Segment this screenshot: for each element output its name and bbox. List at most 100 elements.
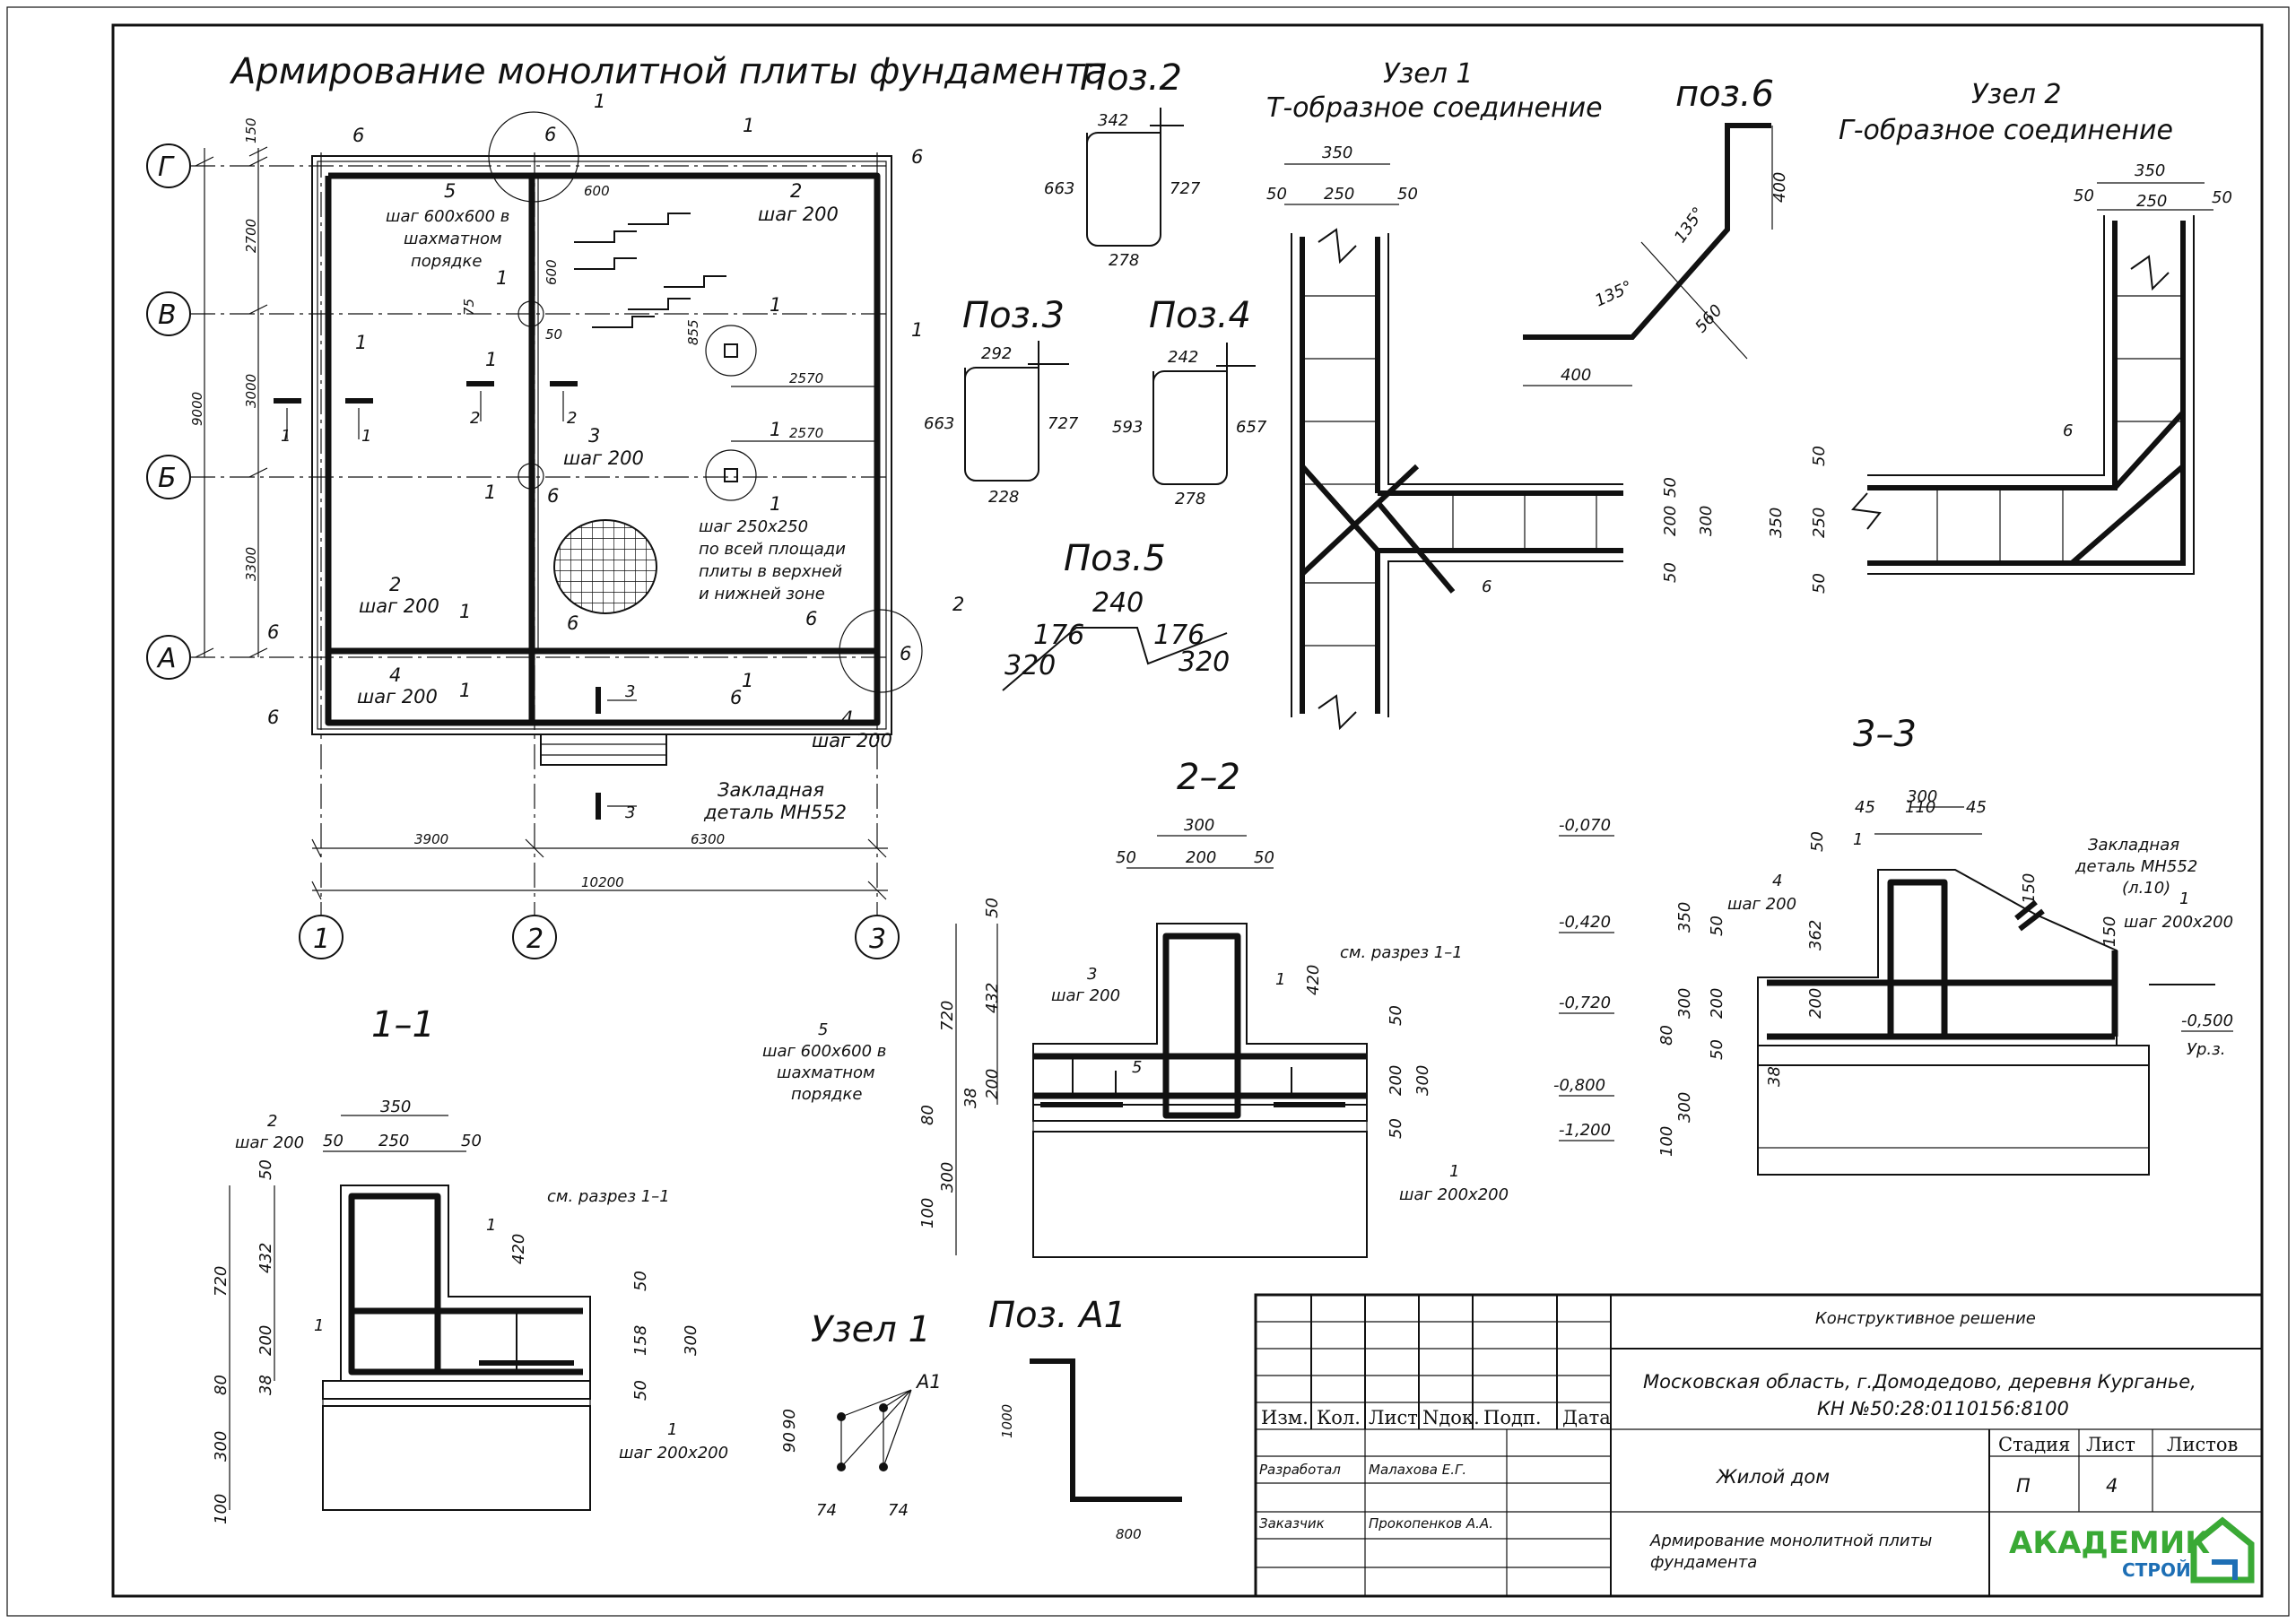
sec22-l100: 100 (918, 1198, 937, 1228)
stamp-h-list: Лист (1369, 1407, 1418, 1428)
poz6-angle1: 135° (1592, 277, 1635, 310)
plan-position-labels: 6 6 6 1 1 2 шаг 200 5 шаг 600х600 в шахм… (267, 91, 964, 823)
sec33-emb-1: Закладная (2088, 836, 2179, 855)
plan-title: Армирование монолитной плиты фундамента (229, 51, 1107, 92)
poz4-bottom: 278 (1175, 490, 1205, 508)
sec22-top-50a: 50 (1116, 848, 1136, 867)
stamp-project: Конструктивное решение (1815, 1309, 2036, 1328)
label-step-200b: шаг 200 (563, 447, 644, 469)
pozA1-title: Поз. А1 (988, 1295, 1126, 1336)
poz6-d1: 400 (1561, 366, 1591, 385)
axis-row-a: А (156, 643, 177, 674)
stamp-address-2: КН №50:28:0110156:8100 (1817, 1398, 2069, 1419)
sec33-l50c: 50 (1708, 1039, 1726, 1060)
label-4a: 4 (389, 664, 401, 686)
section-1-1: 1–1 350 50 250 50 50 432 720 200 80 38 3… (212, 1004, 728, 1524)
sec22-l300: 300 (938, 1162, 957, 1193)
sec11-l100: 100 (212, 1494, 230, 1524)
sec22-label-step2: шаг 200х200 (1399, 1185, 1509, 1204)
ground-level: Ур.з. (2187, 1040, 2225, 1059)
foundation-plan: Армирование монолитной плиты фундамента … (146, 51, 1107, 959)
logo-sub-text: СТРОЙ (2122, 1559, 2191, 1581)
node2-d250: 250 (2136, 192, 2167, 211)
level-0800: -0,800 (1553, 1076, 1605, 1095)
dim-600b: 600 (544, 259, 560, 285)
label-6b: 6 (544, 124, 556, 145)
node2-pos6: 6 (2063, 421, 2073, 440)
section-marks (274, 381, 601, 820)
sec22-note-1: шаг 600х600 в (762, 1042, 886, 1061)
sec11-r158: 158 (631, 1325, 650, 1356)
uzel1b-label: А1 (915, 1371, 942, 1393)
sec33-label-1: 1 (1853, 830, 1863, 849)
poz6-angle2: 135° (1671, 204, 1709, 247)
poz3-bottom: 228 (988, 488, 1019, 507)
node1-d50b: 50 (1397, 185, 1418, 204)
sec22-label-step: шаг 200 (1051, 986, 1120, 1005)
sec11-label-2: 2 (267, 1112, 277, 1131)
poz4-title: Поз.4 (1149, 295, 1251, 336)
level-0070: -0,070 (1559, 816, 1611, 835)
sec11-r50b: 50 (631, 1380, 650, 1401)
sec33-l100: 100 (1657, 1126, 1676, 1157)
poz5-r1: 176 (1153, 620, 1205, 651)
poz3-left: 663 (924, 414, 954, 433)
sec33-title: 3–3 (1853, 714, 1917, 755)
node1-d250: 250 (1324, 185, 1354, 204)
sec11-top-250: 250 (378, 1132, 409, 1150)
stamp-h-sheets: Листов (2167, 1434, 2238, 1455)
sec22-r300: 300 (1413, 1065, 1432, 1096)
label-2c: 2 (389, 574, 401, 595)
section-mark-2b: 2 (567, 409, 577, 428)
stamp-dev-label: Разработал (1259, 1462, 1341, 1478)
sec33-top-300: 300 (1907, 787, 1937, 806)
label-1h: 1 (484, 482, 496, 503)
label-1l: 1 (459, 680, 471, 701)
section-mark-1a: 1 (281, 427, 291, 446)
sec22-r50a: 50 (1387, 1005, 1405, 1026)
sec33-l362: 362 (1806, 920, 1825, 950)
node2-title-1: Узел 2 (1971, 79, 2062, 110)
node1-d50a: 50 (1266, 185, 1287, 204)
poz5-title: Поз.5 (1064, 538, 1166, 579)
node1-d350: 350 (1322, 143, 1352, 162)
stamp-address-1: Московская область, г.Домодедово, деревн… (1643, 1371, 2196, 1393)
label-6g: 6 (567, 612, 578, 634)
sec22-note-3: порядке (791, 1085, 862, 1104)
stamp-h-podp: Подп. (1483, 1407, 1542, 1428)
dim-3000: 3000 (243, 374, 259, 408)
sec22-title: 2–2 (1177, 757, 1240, 798)
stamp-client-label: Заказчик (1259, 1515, 1325, 1532)
stamp-h-ndok: Nдок. (1422, 1407, 1480, 1428)
sec11-r50a: 50 (631, 1271, 650, 1291)
axis-row-g: Г (158, 152, 175, 183)
sec11-top-50b: 50 (461, 1132, 482, 1150)
sec22-top-300: 300 (1184, 816, 1214, 835)
node1-title-2: Т-образное соединение (1266, 92, 1603, 124)
sec11-label-1c: 1 (667, 1420, 677, 1439)
label-6a: 6 (352, 125, 364, 146)
label-1g: 1 (485, 349, 497, 370)
sec33-label-1b: 1 (2179, 890, 2189, 908)
sec22-l80: 80 (918, 1105, 937, 1125)
sec22-l38: 38 (961, 1088, 980, 1108)
node1-detail-small: Узел 1 А1 90 90 74 74 (780, 1309, 942, 1520)
sec11-l720: 720 (212, 1266, 230, 1297)
stamp-sheet-title-1: Армирование монолитной плиты (1649, 1532, 1932, 1550)
sec33-emb-3: (л.10) (2122, 879, 2170, 898)
label-6h: 6 (805, 608, 817, 629)
uzel1b-d2: 90 (780, 1409, 799, 1429)
label-1j: 1 (770, 493, 781, 515)
label-2b: 2 (952, 594, 964, 615)
dim-600a: 600 (584, 183, 610, 199)
label-1-note-3: плиты в верхней (699, 562, 842, 581)
poz3-right: 727 (1048, 414, 1079, 433)
sec33-top-110: 110 (1905, 798, 1935, 817)
poz6-title: поз.6 (1675, 74, 1774, 115)
house-icon (2190, 1516, 2255, 1584)
label-1c: 1 (496, 267, 508, 289)
label-step-200e: шаг 200 (812, 730, 892, 751)
sec22-label-3: 3 (1087, 965, 1097, 984)
node1-v50: 50 (1661, 477, 1680, 498)
node2-title-2: Г-образное соединение (1839, 115, 2173, 146)
